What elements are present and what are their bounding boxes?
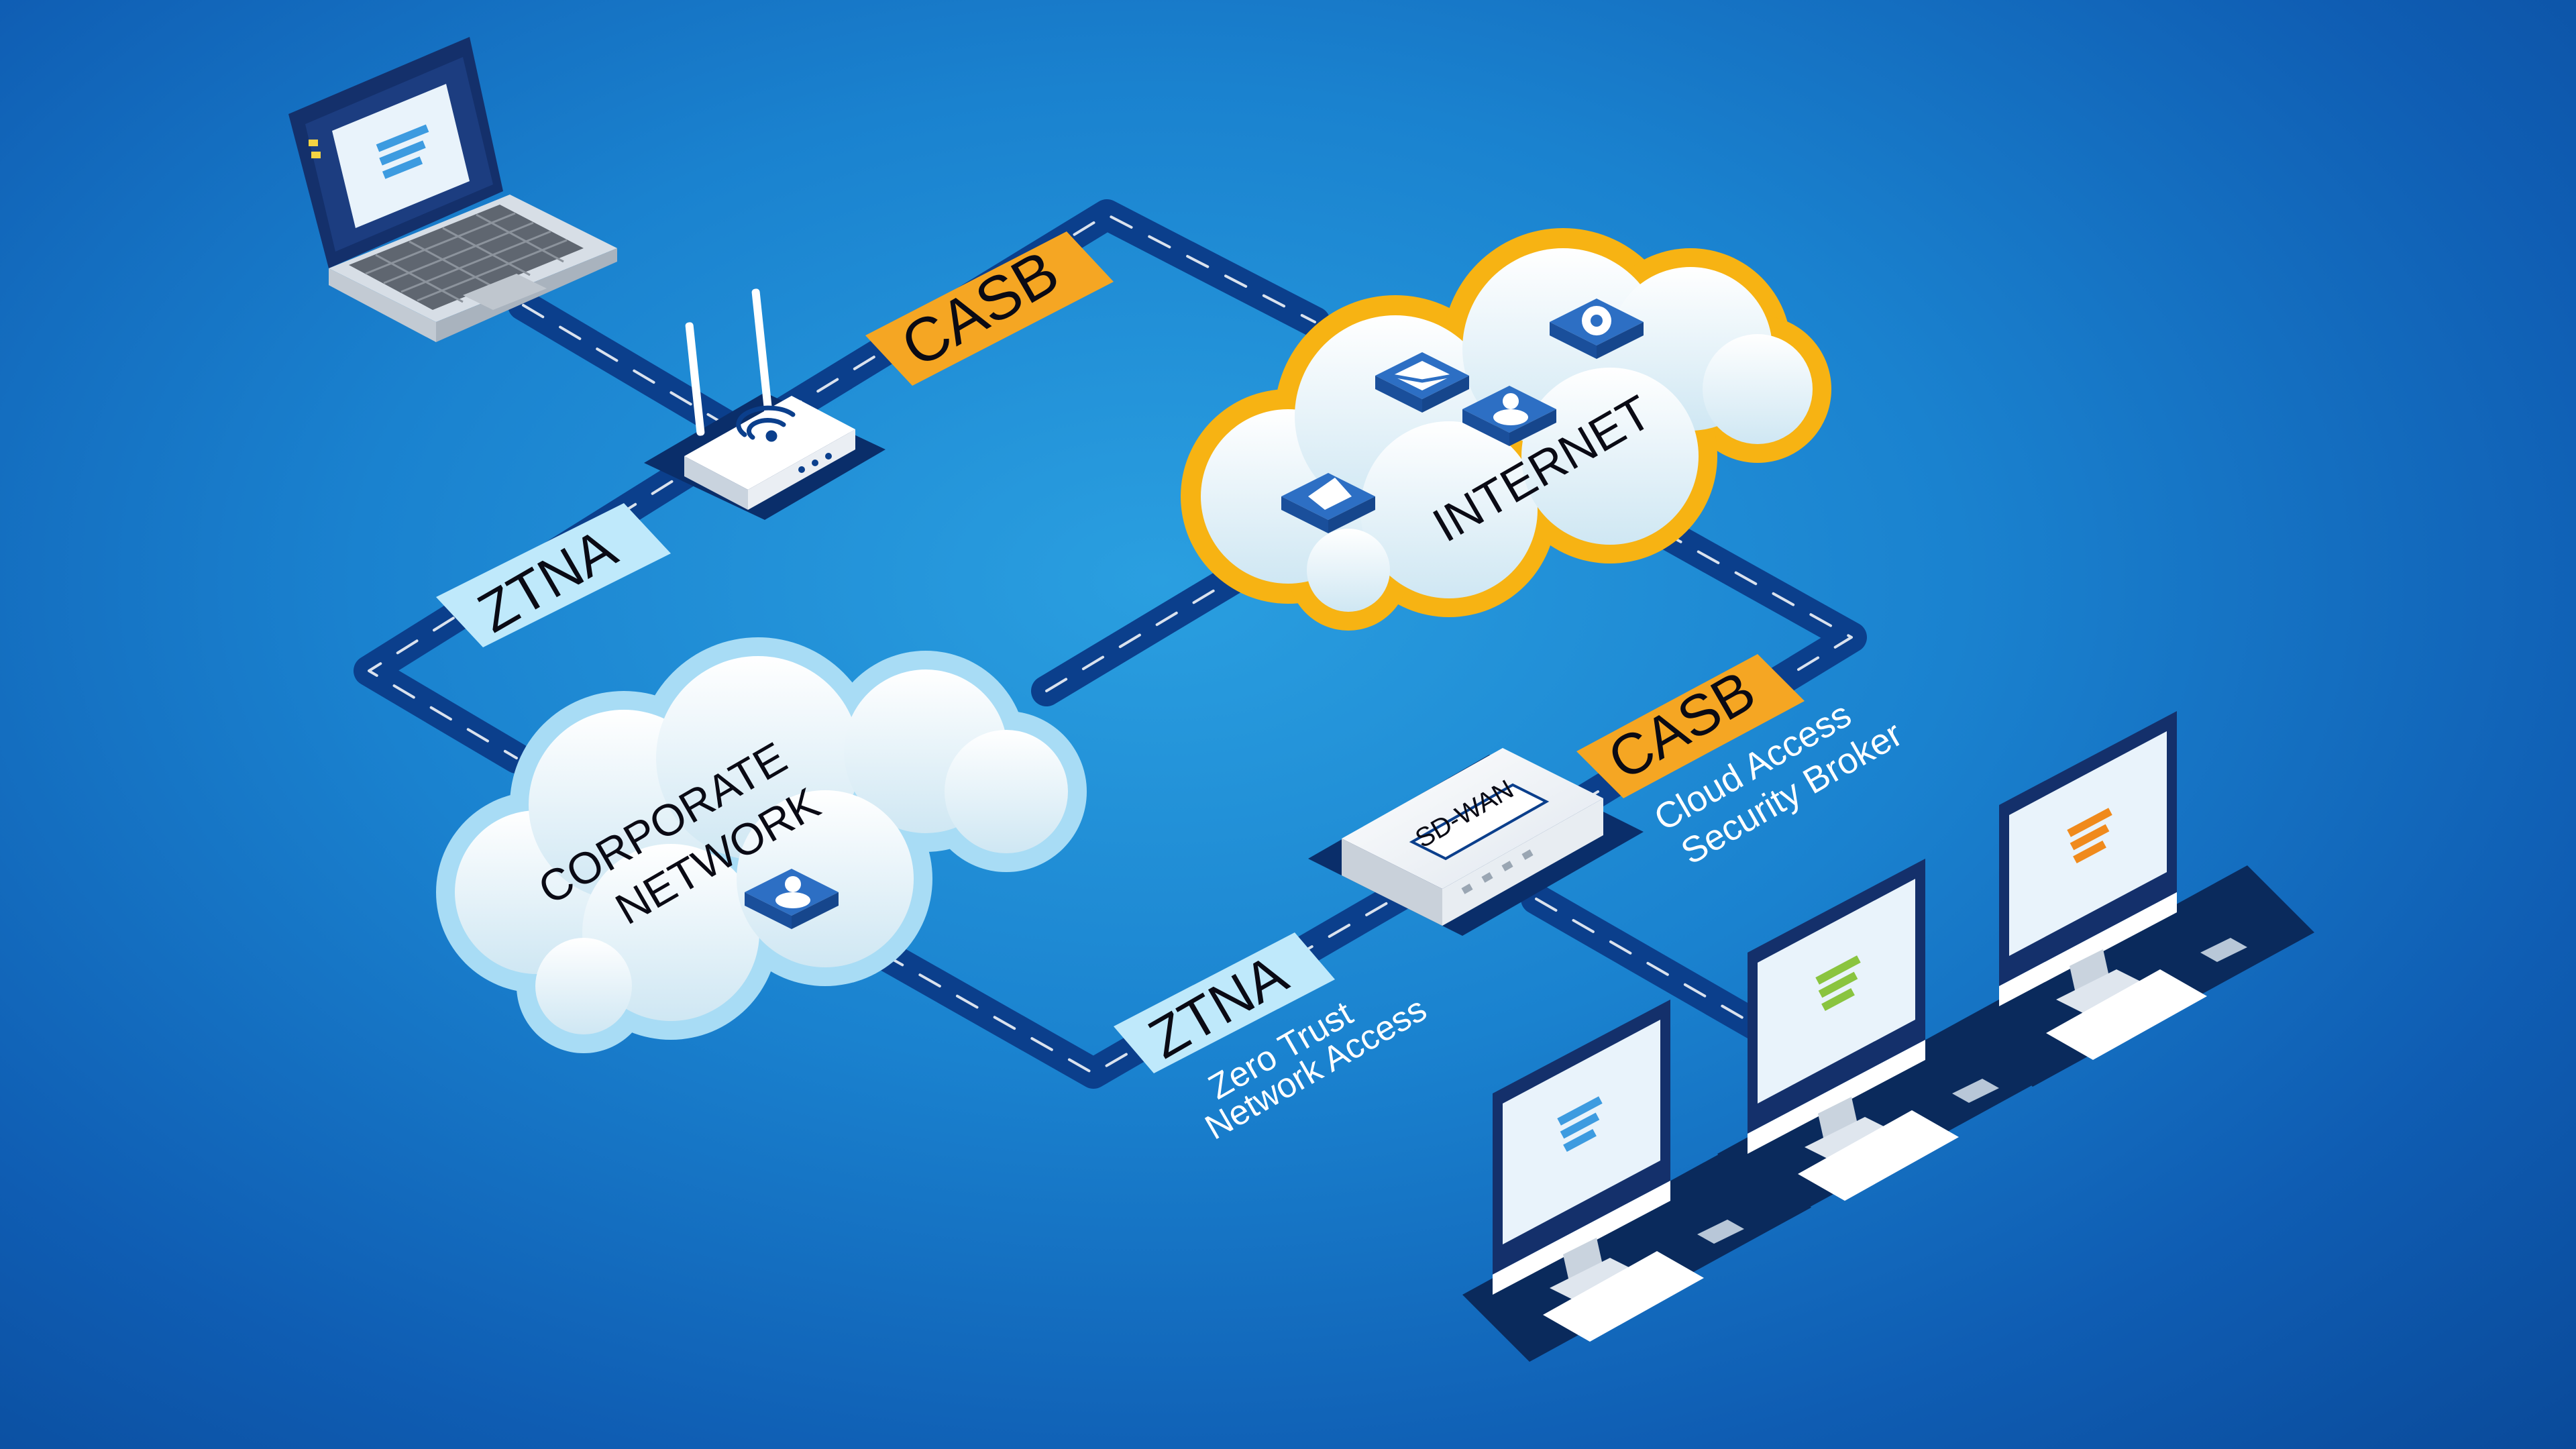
internet-cloud: INTERNET (1181, 228, 1831, 631)
wifi-icon (736, 405, 796, 442)
laptop-menu-icon (376, 124, 429, 152)
location-icon (1550, 299, 1644, 359)
ztna-tag-left: ZTNA (436, 503, 671, 647)
corporate-network-cloud: CORPORATE NETWORK (436, 637, 1087, 1053)
mail-icon (1375, 352, 1469, 413)
desktop-workstation-1 (1462, 1000, 1811, 1362)
casb-tag-top-label: CASB (890, 237, 1070, 381)
ztna-tag-left-label: ZTNA (468, 517, 627, 645)
desktop-workstation-3 (1966, 711, 2314, 1087)
wifi-router (644, 288, 885, 520)
laptop (288, 37, 617, 342)
casb-tag-top: CASB (865, 231, 1114, 386)
corporate-user-icon (745, 869, 839, 929)
sdwan-appliance: SD-WAN (1308, 748, 1644, 936)
desktop-workstation-2 (1717, 859, 2066, 1221)
user-icon (1462, 386, 1556, 446)
home-icon (1281, 473, 1375, 533)
